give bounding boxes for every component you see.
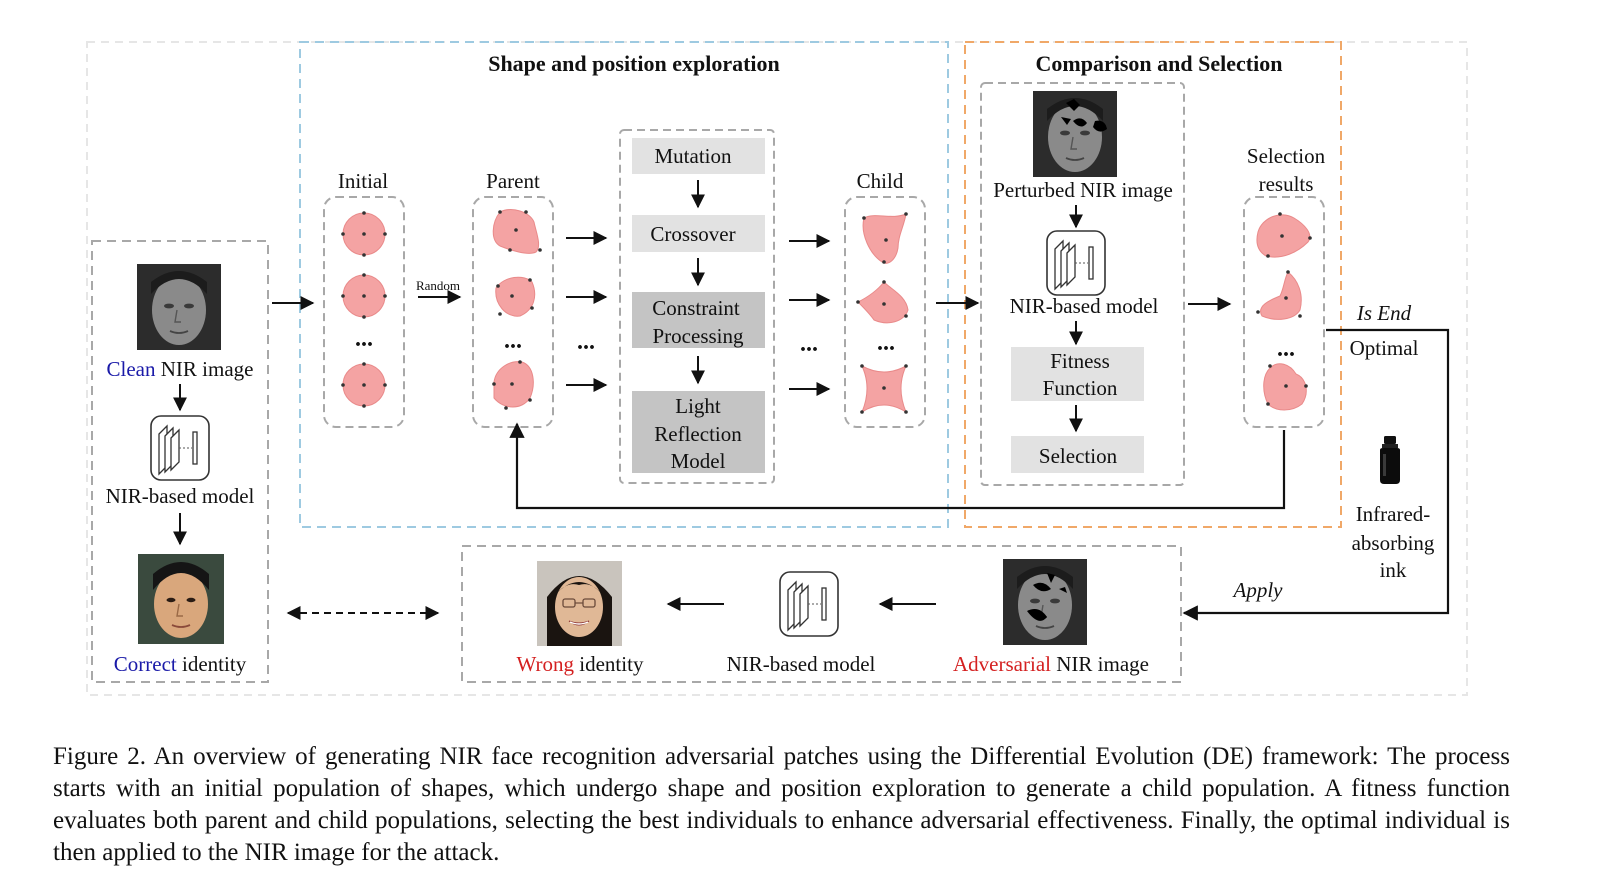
ops-child-ellipsis: ... xyxy=(800,331,818,357)
nir-model-icon-comparison xyxy=(1046,230,1106,296)
selection-results-label-2: results xyxy=(1259,172,1314,196)
comparison-title: Comparison and Selection xyxy=(1036,51,1283,76)
child-ellipsis: ... xyxy=(877,330,895,356)
selection-results-label-1: Selection xyxy=(1247,144,1326,168)
selection-block xyxy=(1011,436,1144,473)
parent-shape-3 xyxy=(492,360,534,410)
left-panel xyxy=(91,240,269,683)
initial-population-box xyxy=(323,196,405,428)
wrong-rest: identity xyxy=(574,652,644,676)
light-label-2: Reflection xyxy=(654,422,742,446)
wrong-word: Wrong xyxy=(517,652,575,676)
fitness-function-block xyxy=(1011,347,1144,401)
parent-ellipsis: ... xyxy=(504,328,522,354)
selection-shape-2 xyxy=(1256,270,1302,320)
child-shape-3 xyxy=(860,364,908,414)
light-reflection-model-block xyxy=(632,391,765,473)
initial-shape-2 xyxy=(341,273,387,319)
mutation-block xyxy=(632,138,765,174)
adversarial-rest: NIR image xyxy=(1051,652,1149,676)
outer-frame xyxy=(86,41,1468,696)
correct-word: Correct xyxy=(114,652,177,676)
random-label: Random xyxy=(416,278,460,293)
clean-word: Clean xyxy=(107,357,156,381)
comparison-inner-box xyxy=(980,82,1185,486)
parent-label: Parent xyxy=(486,169,540,193)
fitness-label-1: Fitness xyxy=(1050,349,1110,373)
clean-nir-face-image xyxy=(136,263,222,351)
parent-ops-ellipsis: ... xyxy=(577,329,595,355)
nir-model-icon-left xyxy=(150,415,210,481)
child-shape-2 xyxy=(856,280,909,324)
child-label: Child xyxy=(857,169,904,193)
correct-identity-face-image xyxy=(138,554,224,644)
perturbed-label: Perturbed NIR image xyxy=(993,178,1173,202)
parent-shape-2 xyxy=(495,276,536,317)
light-label-3: Model xyxy=(671,449,726,473)
initial-shape-1 xyxy=(341,211,387,257)
ink-label-1: Infrared- xyxy=(1356,502,1431,526)
is-end-label: Is End xyxy=(1356,301,1412,325)
adversarial-nir-image-label: Adversarial NIR image xyxy=(953,652,1149,676)
parent-shape-1 xyxy=(492,209,542,254)
exploration-title: Shape and position exploration xyxy=(488,51,780,76)
feedback-arrow-to-parent xyxy=(509,422,1286,510)
bottom-model-label: NIR-based model xyxy=(727,652,876,676)
child-population-box xyxy=(844,196,926,428)
wrong-identity-face-image xyxy=(537,561,622,646)
selection-label: Selection xyxy=(1039,444,1118,468)
figure-caption: Figure 2. An overview of generating NIR … xyxy=(53,743,1510,866)
initial-shape-3 xyxy=(341,362,387,408)
correct-rest: identity xyxy=(177,652,247,676)
comparison-model-label: NIR-based model xyxy=(1010,294,1159,318)
fitness-label-2: Function xyxy=(1043,376,1118,400)
nir-model-icon-bottom xyxy=(779,571,839,637)
selection-results-box xyxy=(1243,196,1325,428)
crossover-block xyxy=(632,215,765,252)
clean-nir-image-label: Clean NIR image xyxy=(107,357,254,381)
adversarial-word: Adversarial xyxy=(953,652,1051,676)
child-shape-1 xyxy=(862,212,908,264)
initial-label: Initial xyxy=(338,169,388,193)
selection-ellipsis: ... xyxy=(1277,336,1295,362)
constraint-label-2: Processing xyxy=(653,324,744,348)
ink-label-2: absorbing xyxy=(1352,531,1435,555)
ink-label-3: ink xyxy=(1380,558,1407,582)
crossover-label: Crossover xyxy=(650,222,735,246)
constraint-label-1: Constraint xyxy=(652,296,740,320)
light-label-1: Light xyxy=(675,394,721,418)
ink-bottle-icon xyxy=(1380,436,1400,484)
attack-panel xyxy=(461,545,1182,683)
perturbed-nir-face-image xyxy=(1032,90,1118,178)
adversarial-nir-face-image xyxy=(1002,558,1088,646)
initial-ellipsis: ... xyxy=(355,326,373,352)
selection-shape-3 xyxy=(1263,363,1308,411)
wrong-identity-label: Wrong identity xyxy=(517,652,644,676)
left-model-label: NIR-based model xyxy=(106,484,255,508)
mutation-label: Mutation xyxy=(655,144,732,168)
apply-label: Apply xyxy=(1232,578,1284,602)
selection-shape-1 xyxy=(1256,212,1312,258)
correct-identity-label: Correct identity xyxy=(114,652,247,676)
comparison-section xyxy=(964,41,1342,528)
operators-box xyxy=(619,129,775,484)
constraint-processing-block xyxy=(632,292,765,348)
clean-rest: NIR image xyxy=(156,357,254,381)
arrow-optimal-apply xyxy=(1182,328,1450,621)
exploration-section xyxy=(299,41,949,528)
optimal-label: Optimal xyxy=(1350,336,1419,360)
